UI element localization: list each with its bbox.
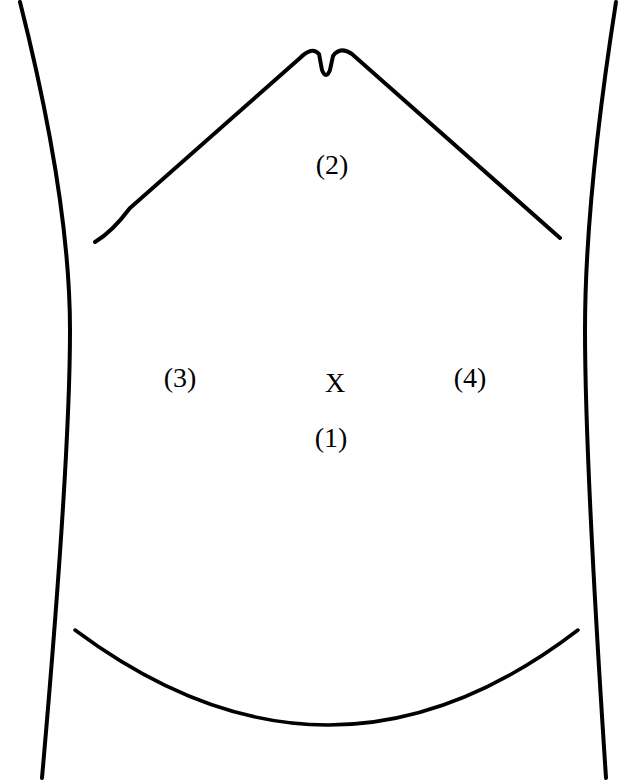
- left-flank: [20, 2, 70, 778]
- region-number: (1): [315, 424, 348, 452]
- right-flank: [585, 2, 616, 778]
- point-marker: X: [325, 369, 345, 397]
- region-number: (3): [164, 364, 197, 392]
- region-number: (2): [316, 151, 349, 179]
- costal-margin: [95, 50, 560, 242]
- inguinal-curve: [75, 630, 578, 725]
- region-number: (4): [454, 364, 487, 392]
